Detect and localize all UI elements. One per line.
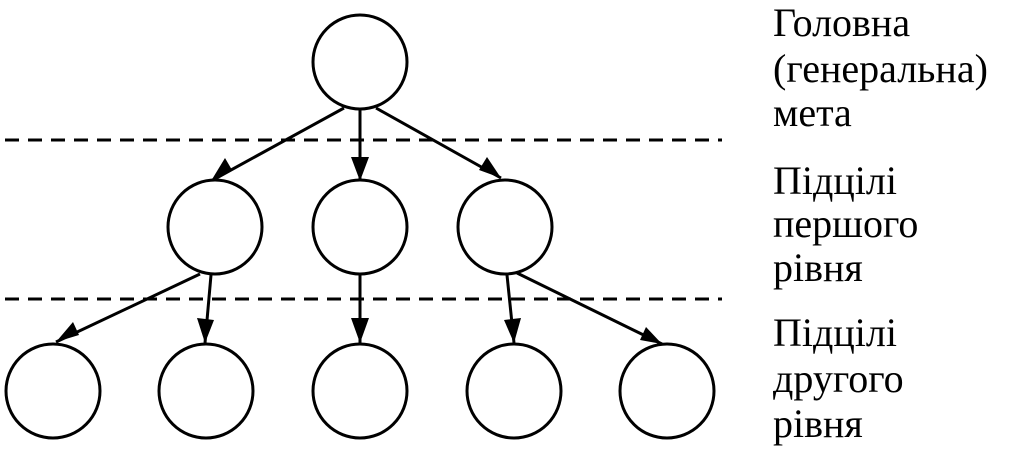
- arrowhead-l1-center: [351, 157, 369, 181]
- arrowhead-l2-4: [504, 318, 521, 343]
- label-line: (генеральна): [773, 46, 988, 91]
- node-level2-1: [4, 342, 102, 440]
- arrowhead-l1-left: [211, 158, 232, 181]
- node-level2-4: [465, 342, 563, 440]
- label-line: Підцілі: [773, 158, 897, 203]
- arrowheads: [56, 157, 662, 344]
- label-line: першого: [773, 201, 918, 246]
- arrowhead-l1-right: [479, 157, 501, 178]
- label-line: Головна: [773, 0, 910, 45]
- label-line: мета: [773, 90, 852, 135]
- node-level2-3: [311, 342, 409, 440]
- node-level1-center: [311, 178, 409, 276]
- node-level1-right: [456, 178, 554, 276]
- level-label-second-subgoals: Підцілі другого рівня: [773, 310, 914, 446]
- level-label-first-subgoals: Підцілі першого рівня: [773, 158, 928, 290]
- label-line: рівня: [773, 401, 863, 446]
- label-line: Підцілі: [773, 310, 897, 355]
- edge-root-to-l1-right: [375, 106, 502, 180]
- node-level2-5: [618, 342, 716, 440]
- arrowhead-l2-2: [197, 318, 214, 343]
- edge-l1-right-to-l2-5: [516, 271, 663, 346]
- edge-root-to-l1-left: [210, 106, 345, 183]
- level-label-main-goal: Головна (генеральна) мета: [773, 0, 998, 135]
- node-root-goal: [311, 13, 409, 111]
- node-level1-left: [166, 178, 264, 276]
- arrowhead-l2-1: [56, 322, 79, 342]
- arrowhead-l2-3: [351, 318, 369, 343]
- label-line: рівня: [773, 245, 863, 290]
- arrowhead-l2-5: [640, 327, 662, 344]
- node-level2-2: [157, 342, 255, 440]
- label-line: другого: [773, 356, 904, 401]
- edge-l1-left-to-l2-1: [55, 272, 201, 344]
